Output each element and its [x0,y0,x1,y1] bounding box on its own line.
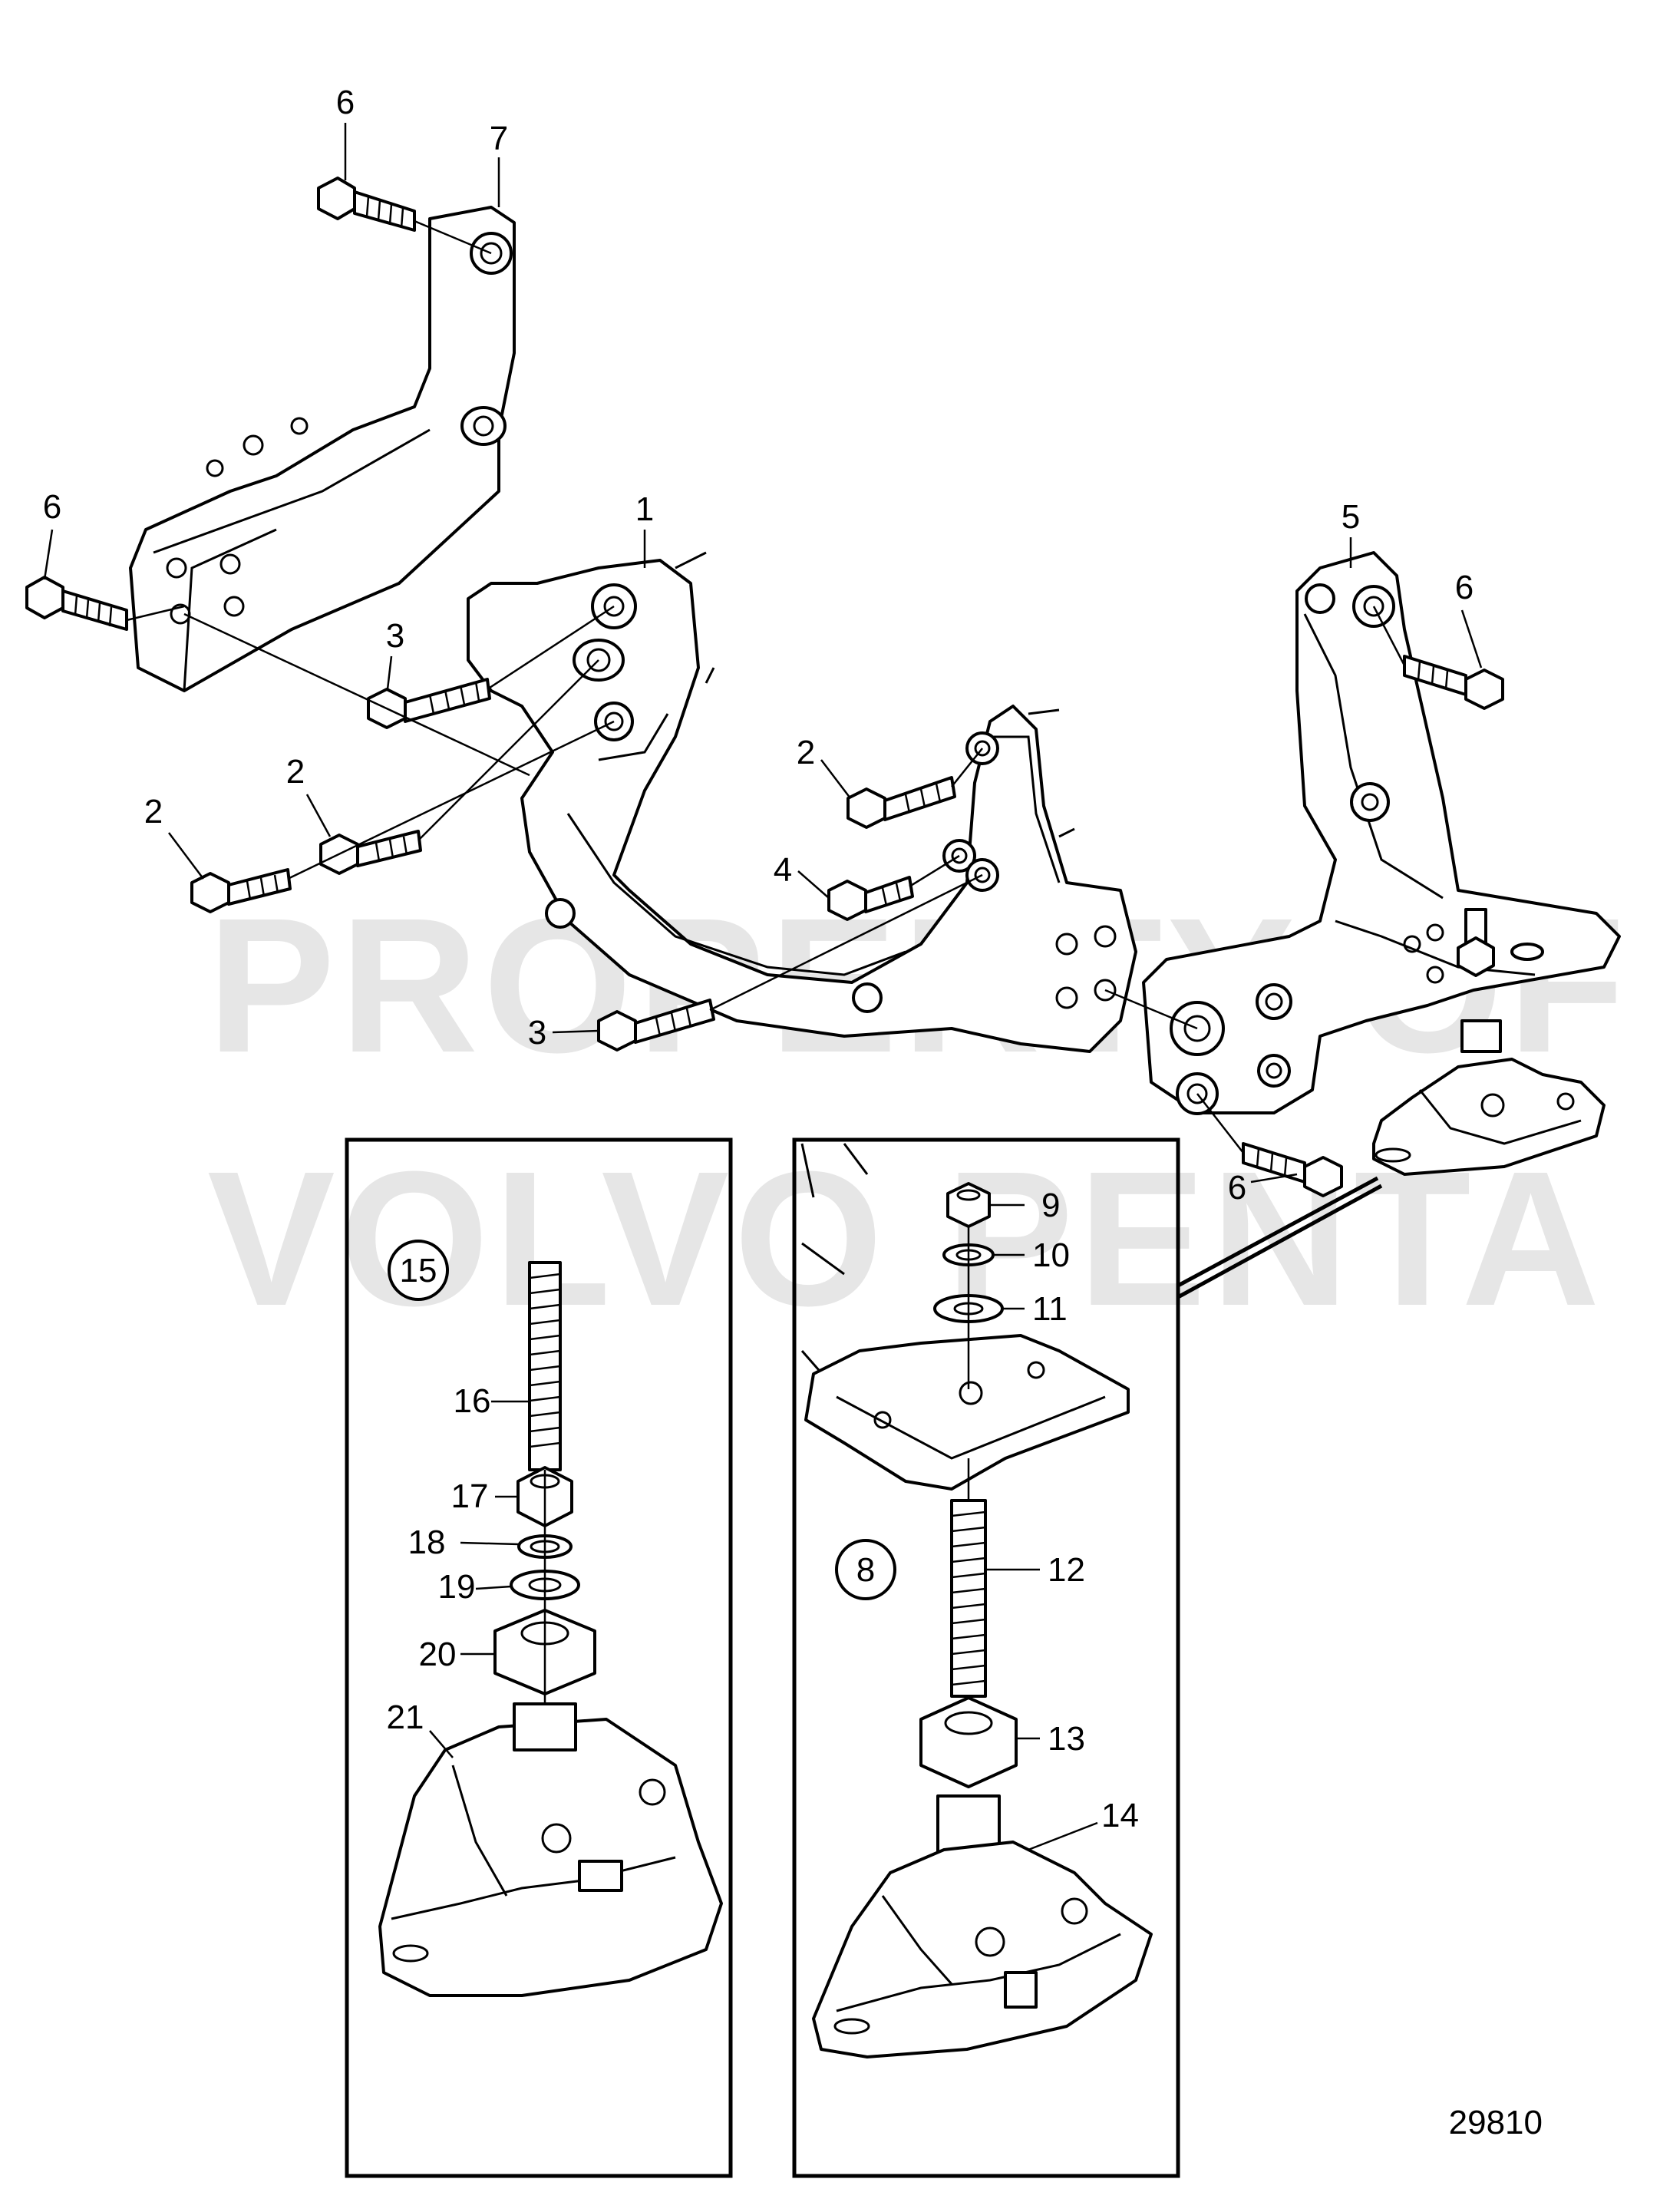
detail-box-8 [792,1137,1383,2178]
bolt-3-upper [367,678,491,729]
callout-6-left: 6 [43,488,61,526]
bolt-6-right-top [1403,655,1504,710]
callout-2-right: 2 [797,734,815,771]
callout-3-upper: 3 [386,617,404,655]
engine-mount-right [1372,1019,1606,1176]
callout-20: 20 [419,1636,457,1673]
callout-6-right-bottom: 6 [1228,1169,1246,1207]
callout-14: 14 [1101,1797,1139,1834]
callout-7: 7 [490,120,508,157]
callout-5: 5 [1342,498,1360,536]
callout-leaders [43,123,1483,1184]
bracket-7 [129,206,516,692]
callout-1: 1 [635,490,654,528]
callout-10: 10 [1032,1236,1070,1274]
callout-16: 16 [454,1382,491,1420]
bolt-2-left [190,868,292,913]
bolt-2-mid [319,830,422,875]
circled-callout-15: 15 [400,1252,437,1289]
bolt-4 [827,876,914,921]
callout-13: 13 [1048,1720,1085,1758]
callout-9: 9 [1041,1187,1060,1224]
callout-2-mid: 2 [286,753,305,791]
detail-box-15 [345,1137,733,2178]
callout-6-top: 6 [336,84,355,121]
callout-12: 12 [1048,1551,1085,1589]
bolt-6-top [317,177,416,232]
figure-number: 29810 [1449,2104,1543,2141]
callout-6-right-top: 6 [1455,569,1474,606]
callout-18: 18 [408,1524,446,1561]
callout-2-left: 2 [144,793,163,830]
callout-21: 21 [387,1699,424,1736]
callout-3-lower: 3 [528,1014,546,1052]
bolt-6-right-bottom [1242,1142,1343,1197]
callout-4: 4 [774,851,792,889]
bolt-3-lower [597,999,715,1052]
watermark-line-2: VOLVO PENTA [207,1131,1605,1345]
callout-19: 19 [438,1568,476,1606]
alignment-lines [126,220,1406,1154]
callout-17: 17 [451,1477,489,1515]
callout-11: 11 [1032,1290,1068,1328]
circled-callout-8: 8 [856,1551,875,1589]
callout-labels: 6 7 6 1 3 2 2 2 4 3 5 6 6 15 16 17 18 19… [43,84,1543,2141]
bolt-2-right [847,776,956,829]
bolt-6-left [25,576,128,631]
